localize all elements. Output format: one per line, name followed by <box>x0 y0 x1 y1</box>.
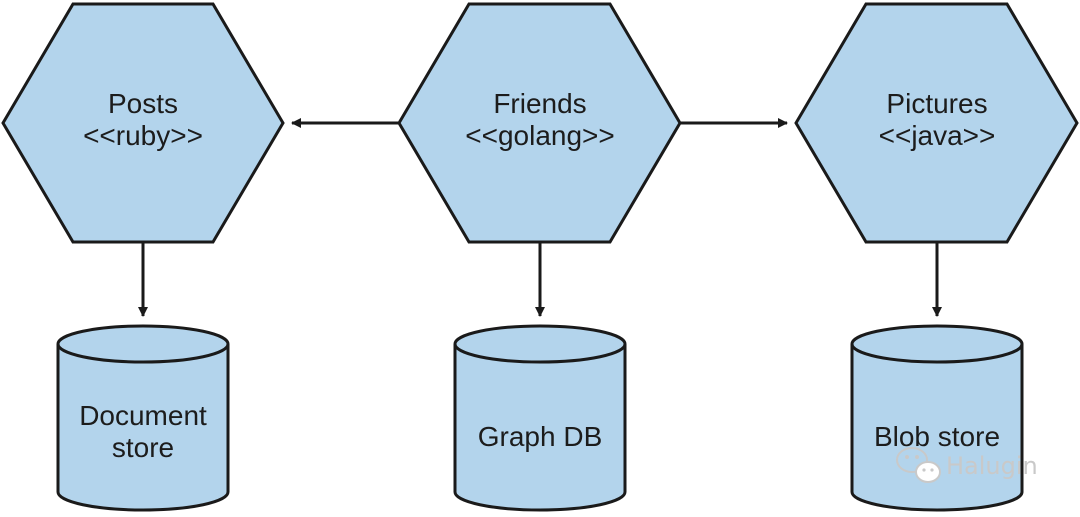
store-graph-db-cylinder <box>453 324 627 512</box>
store-blob-cylinder <box>850 324 1024 512</box>
store-document-cylinder <box>56 324 230 512</box>
store-graph-db-label: Graph DB <box>478 421 603 452</box>
watermark-text: Halugin <box>946 452 1038 480</box>
watermark: Halugin <box>896 447 1038 483</box>
store-graph-db: Graph DB <box>453 324 627 512</box>
service-friends-tech: <<golang>> <box>465 120 615 151</box>
store-document: Document store <box>56 324 230 512</box>
service-pictures-name: Pictures <box>886 88 987 119</box>
service-pictures: Pictures <<java>> <box>794 2 1079 244</box>
store-document-label-line2: store <box>112 432 174 463</box>
service-posts: Posts <<ruby>> <box>1 2 285 244</box>
store-document-label-line1: Document <box>79 400 207 431</box>
service-posts-name: Posts <box>108 88 178 119</box>
store-blob: Blob store <box>850 324 1024 512</box>
service-pictures-hexagon <box>794 2 1079 244</box>
service-friends-name: Friends <box>493 88 586 119</box>
service-friends: Friends <<golang>> <box>397 2 682 244</box>
store-blob-label: Blob store <box>874 421 1000 452</box>
service-pictures-tech: <<java>> <box>879 120 996 151</box>
wechat-icon <box>896 447 941 483</box>
service-posts-hexagon <box>1 2 285 244</box>
service-posts-tech: <<ruby>> <box>83 120 203 151</box>
service-friends-hexagon <box>397 2 682 244</box>
